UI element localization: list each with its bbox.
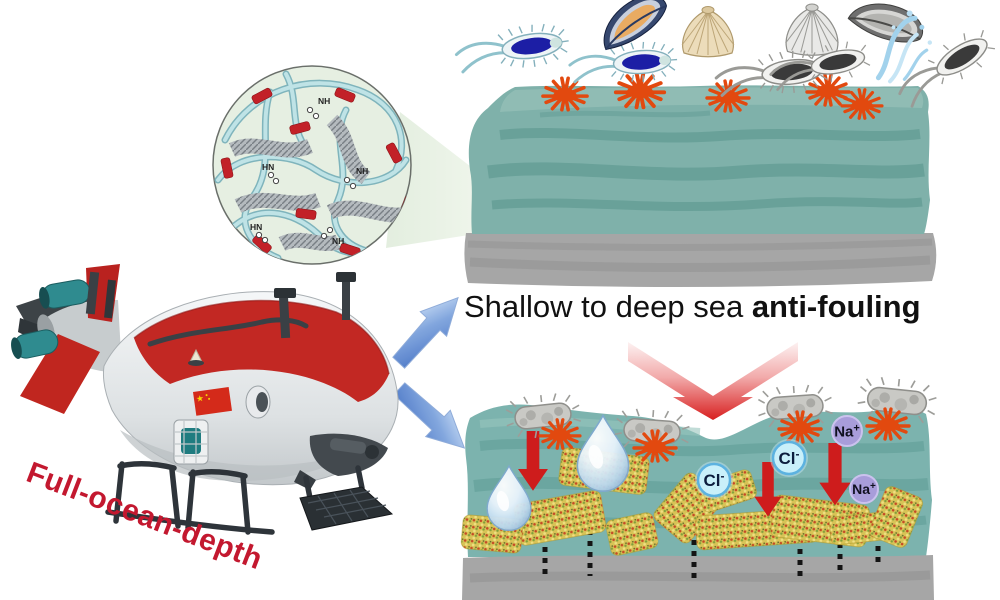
mussel-repelled-icon [847,3,924,43]
svg-text:Na+: Na+ [852,481,876,497]
panel-caption: Shallow to deep sea anti-fouling [464,289,921,324]
ion-badge-sodium: Na+ [849,474,879,504]
caption-prefix: Shallow to deep sea [464,289,752,324]
ion-charge: - [796,447,800,461]
nanosheets [460,447,924,556]
sample-basket [299,486,394,531]
mussel-icon [603,0,668,51]
water-droplet [486,465,532,532]
red-deck [134,300,389,402]
ion-label: Na [852,481,870,497]
svg-text:Na+: Na+ [834,423,860,441]
anchor-dotted-lines [542,518,881,582]
ion-capture-panel: Cl- Cl- Na+ Na+ [460,374,939,600]
thruster [11,329,59,359]
tail-fin [20,334,100,414]
skid-frame [105,461,365,535]
barnacle-shell-icon [681,6,735,58]
svg-text:Cl-: Cl- [704,469,725,490]
chem-label: NH [332,236,344,246]
plankton-icon [454,23,569,74]
plankton-repelled-icon [898,30,996,108]
magnifier-wedge [386,112,488,248]
ion-label: Na [834,424,854,441]
plankton-icon [568,41,678,84]
plankton-repelled-icon [769,41,871,91]
chem-label: NH [356,166,368,176]
caption-emphasis: anti-fouling [751,289,921,324]
blue-arrow-up-icon [384,284,472,375]
ion-label: Cl [704,471,721,490]
blue-arrow-down-icon [387,374,478,462]
chem-label: NH [318,96,330,106]
red-gradient-arrow-icon [628,342,798,420]
ion-badge-sodium: Na+ [831,415,863,447]
antifouling-surface-panel [454,0,996,288]
chem-label: HN [250,222,262,232]
ion-badge-chloride: Cl- [770,439,808,477]
chem-label: HN [262,162,274,172]
sensor-cage [173,419,209,465]
ion-charge: + [870,481,876,492]
ion-charge: - [721,469,725,483]
polymer-network-inset: NH HN NH HN NH NH [212,65,412,265]
barnacle-shell-repelled-icon [785,3,839,56]
ion-charge: + [853,423,859,435]
water-droplet [576,414,630,492]
water-splash-icon [875,10,933,84]
plankton-repelled-icon [714,50,829,97]
svg-text:Cl-: Cl- [779,447,800,468]
submersible-illustration [11,264,399,535]
hydrogel-block [468,85,930,234]
ion-badge-chloride: Cl- [695,461,733,499]
china-flag [193,386,232,416]
ion-label: Cl [779,449,796,468]
